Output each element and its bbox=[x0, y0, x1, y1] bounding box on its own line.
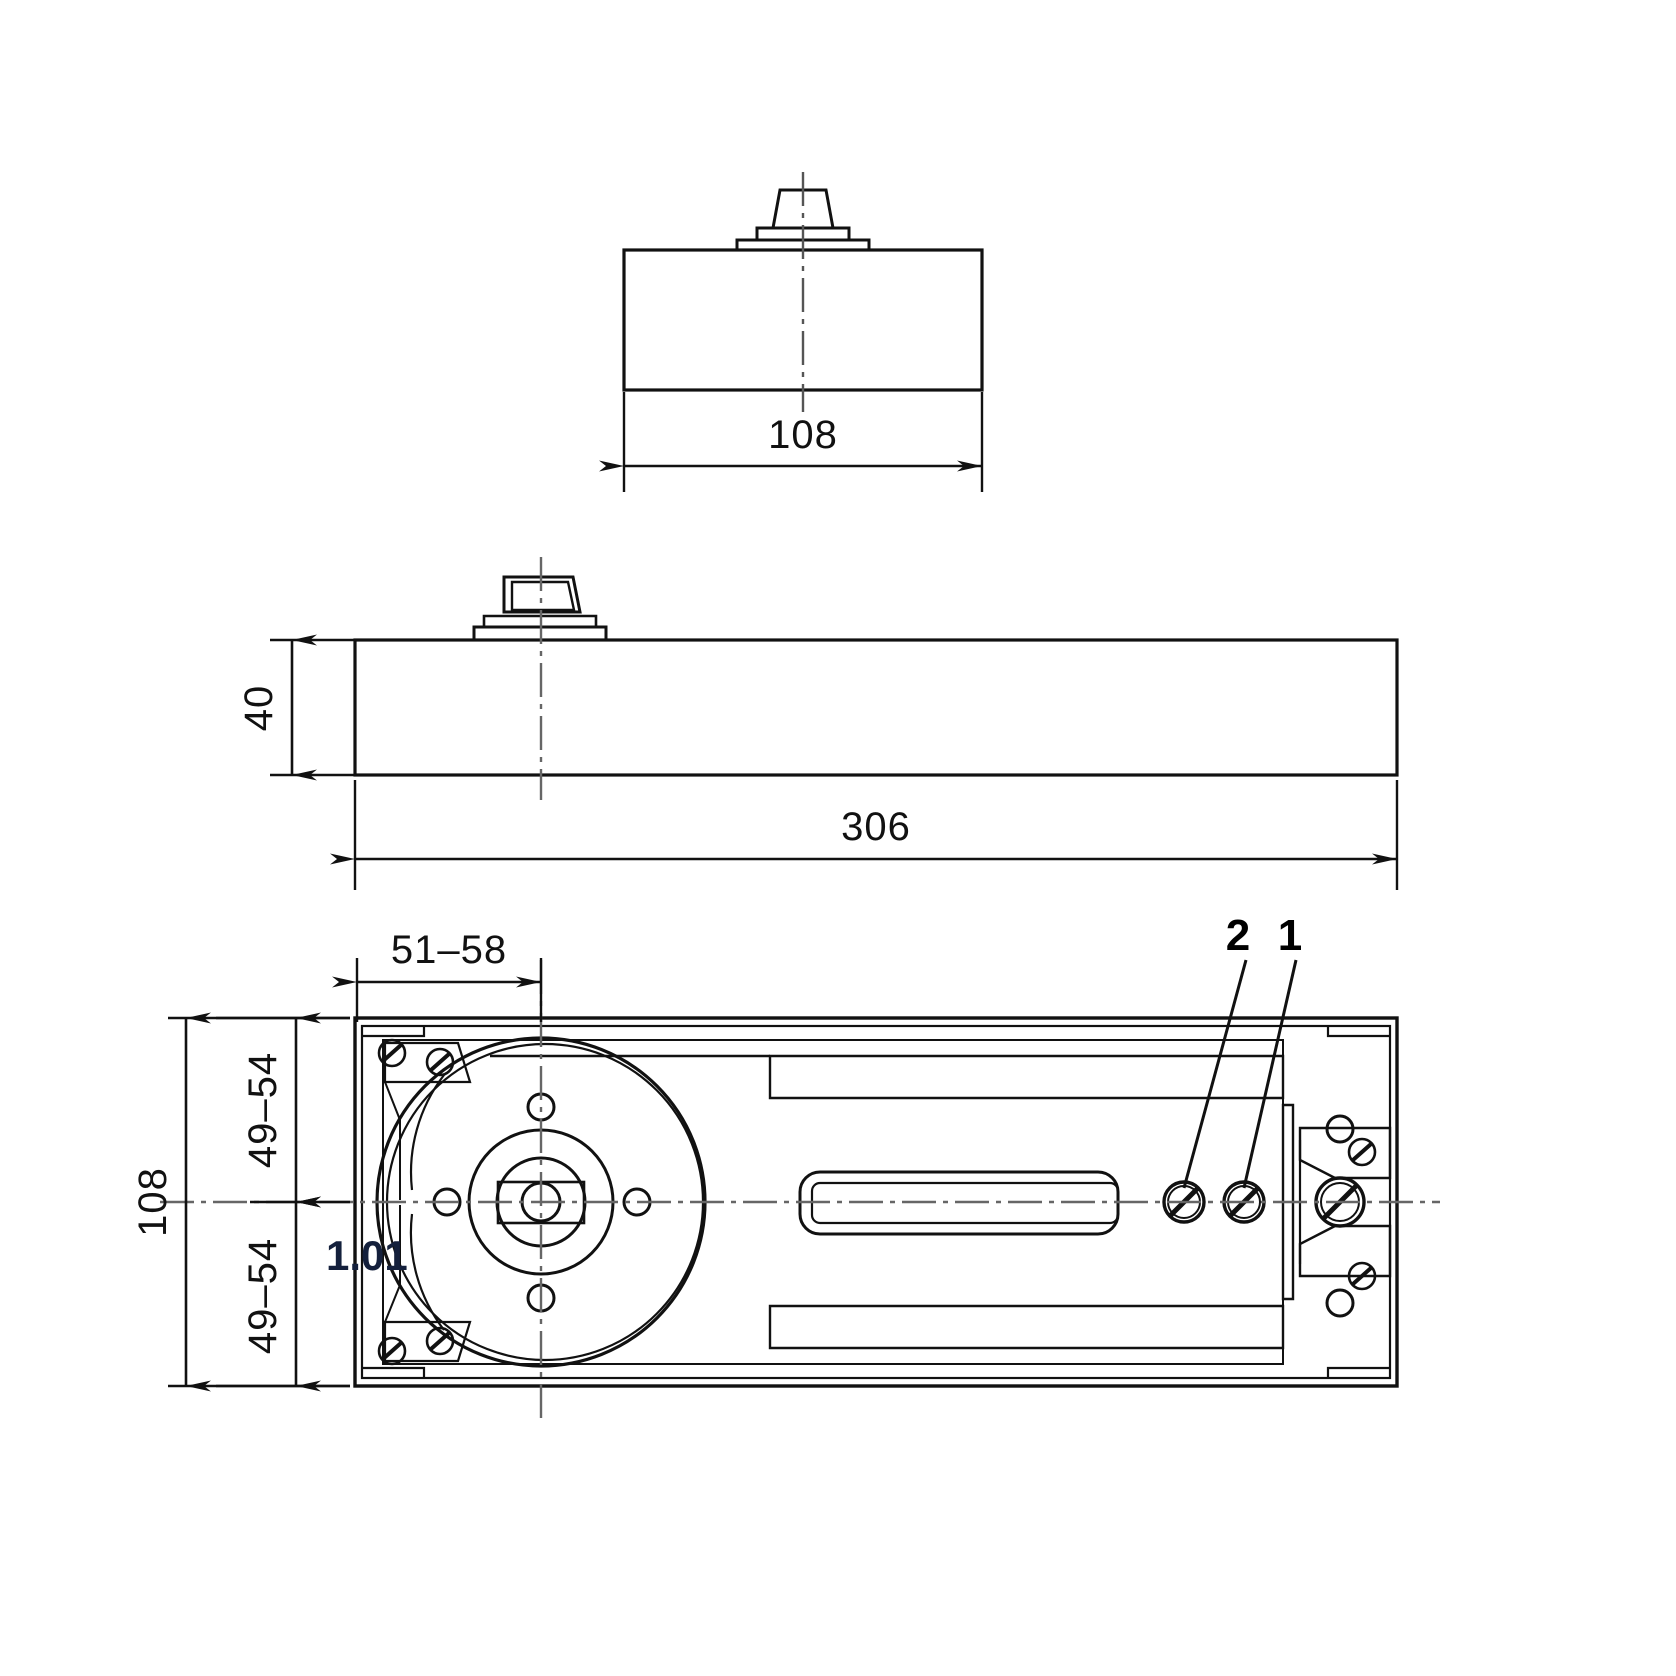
plan-corner-notch-tl bbox=[362, 1026, 426, 1038]
side-elevation-view: 40 306 bbox=[237, 557, 1399, 890]
revision-mark-label: 1.01 bbox=[326, 1232, 408, 1279]
dimension-plan-half-bottom-label: 49‒54 bbox=[241, 1238, 285, 1354]
dimension-height-label: 40 bbox=[237, 685, 281, 732]
plan-screw-bl-1 bbox=[377, 1336, 407, 1366]
dimension-plan-half-top-label: 49‒54 bbox=[241, 1052, 285, 1168]
side-view-spindle-boss-outer bbox=[502, 575, 582, 614]
plan-right-bracket-bottom bbox=[1298, 1224, 1392, 1278]
plan-cam-arm-arc-lower bbox=[409, 1213, 445, 1331]
plan-screw-tr bbox=[1347, 1137, 1377, 1167]
plan-corner-notch-br bbox=[1326, 1366, 1390, 1378]
plan-lower-chamber bbox=[768, 1304, 1285, 1350]
dimension-end-width-label: 108 bbox=[768, 413, 838, 457]
plan-corner-notch-bl bbox=[362, 1366, 426, 1378]
plan-screw-br bbox=[1347, 1261, 1377, 1291]
side-view-body bbox=[353, 638, 1399, 777]
callout-number-2: 2 bbox=[1226, 911, 1250, 960]
plan-right-endblock-frame bbox=[1281, 1103, 1295, 1301]
dimension-length: 306 bbox=[330, 780, 1399, 890]
end-view-spindle-boss bbox=[771, 188, 835, 230]
callout-leader-2: 2 bbox=[1182, 911, 1250, 1189]
dimension-pivot-offset: 51‒58 bbox=[332, 928, 543, 1022]
plan-view: 51‒58 108 49‒54 49‒54 bbox=[131, 911, 1440, 1420]
plan-screw-tl-1 bbox=[377, 1038, 407, 1068]
plan-corner-notch-tr bbox=[1326, 1026, 1390, 1038]
dimension-height: 40 bbox=[237, 634, 362, 781]
plan-mechanism-outline bbox=[382, 1039, 1284, 1365]
plan-upper-chamber bbox=[768, 1054, 1285, 1100]
plan-right-bracket-top bbox=[1298, 1126, 1392, 1180]
side-view-base-plate-inner bbox=[482, 614, 598, 629]
dimension-end-width: 108 bbox=[599, 392, 984, 492]
side-view-spindle-boss-inner bbox=[510, 580, 576, 612]
dimension-length-label: 306 bbox=[841, 805, 911, 849]
plan-bracket-top-left bbox=[383, 1041, 472, 1084]
dimension-pivot-offset-label: 51‒58 bbox=[391, 928, 507, 972]
callout-leader-1: 1 bbox=[1242, 911, 1302, 1189]
dimension-plan-half-top: 49‒54 bbox=[216, 1012, 350, 1208]
plan-right-hole-top bbox=[1325, 1114, 1355, 1144]
callout-number-1: 1 bbox=[1278, 911, 1302, 960]
plan-right-hole-bottom bbox=[1325, 1288, 1355, 1318]
plan-cam-arm-arc bbox=[409, 1074, 445, 1191]
dimension-plan-half-bottom: 49‒54 bbox=[216, 1196, 350, 1392]
dimension-plan-width-label: 108 bbox=[131, 1167, 175, 1237]
end-elevation-view: 108 bbox=[599, 172, 984, 492]
